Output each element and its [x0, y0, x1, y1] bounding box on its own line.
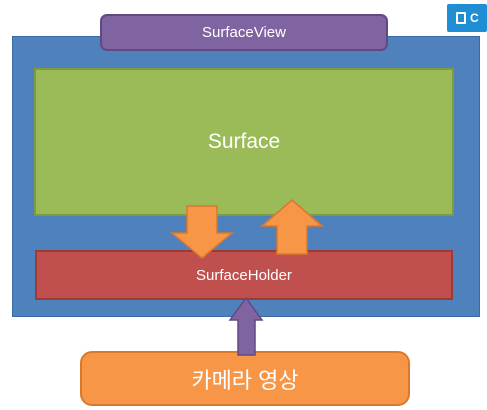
arrow-holder-to-surface: [259, 199, 325, 255]
surface-box: Surface: [34, 68, 454, 216]
surfaceholder-box: SurfaceHolder: [35, 250, 453, 300]
corner-copy-button[interactable]: C: [447, 4, 487, 32]
corner-button-label: C: [470, 11, 479, 25]
surfaceview-label-box: SurfaceView: [100, 14, 388, 51]
arrow-camera-to-holder: [228, 296, 264, 356]
camera-feed-box: 카메라 영상: [80, 351, 410, 406]
camera-feed-label: 카메라 영상: [191, 367, 299, 393]
surfaceview-label: SurfaceView: [202, 24, 286, 41]
surfaceholder-label: SurfaceHolder: [196, 266, 292, 284]
copy-icon: [456, 12, 466, 24]
surface-label: Surface: [207, 130, 281, 153]
arrow-surface-to-holder: [169, 205, 235, 259]
